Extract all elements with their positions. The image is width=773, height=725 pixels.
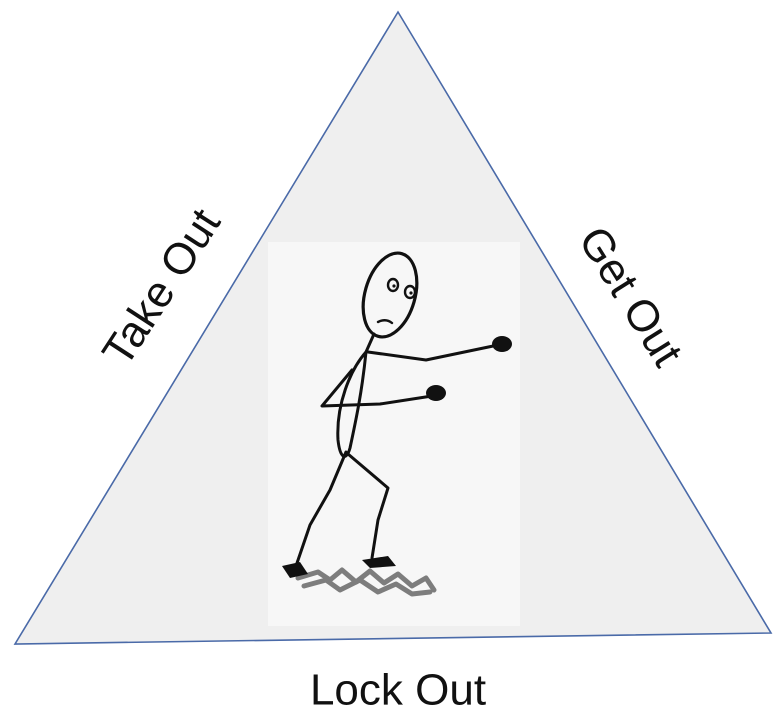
figure-foot-front <box>362 556 396 568</box>
figure-neck <box>364 332 376 354</box>
figure-head <box>361 251 419 339</box>
figure-mouth <box>376 319 394 325</box>
figure-eye-left <box>386 277 400 293</box>
figure-foot-back <box>282 562 308 578</box>
figure-arm-front <box>320 368 434 408</box>
figure-fist-front <box>426 385 446 401</box>
stick-figure-fighting-stance-icon <box>282 251 512 597</box>
figure-shadow <box>295 567 437 597</box>
label-bottom-side: Lock Out <box>310 666 486 715</box>
figure-leg-back <box>294 450 348 568</box>
figure-arm-back <box>366 343 500 362</box>
figure-eye-right <box>403 284 417 300</box>
figure-leg-front <box>346 452 390 560</box>
figure-fist-back <box>492 336 512 352</box>
figure-panel <box>268 242 520 626</box>
